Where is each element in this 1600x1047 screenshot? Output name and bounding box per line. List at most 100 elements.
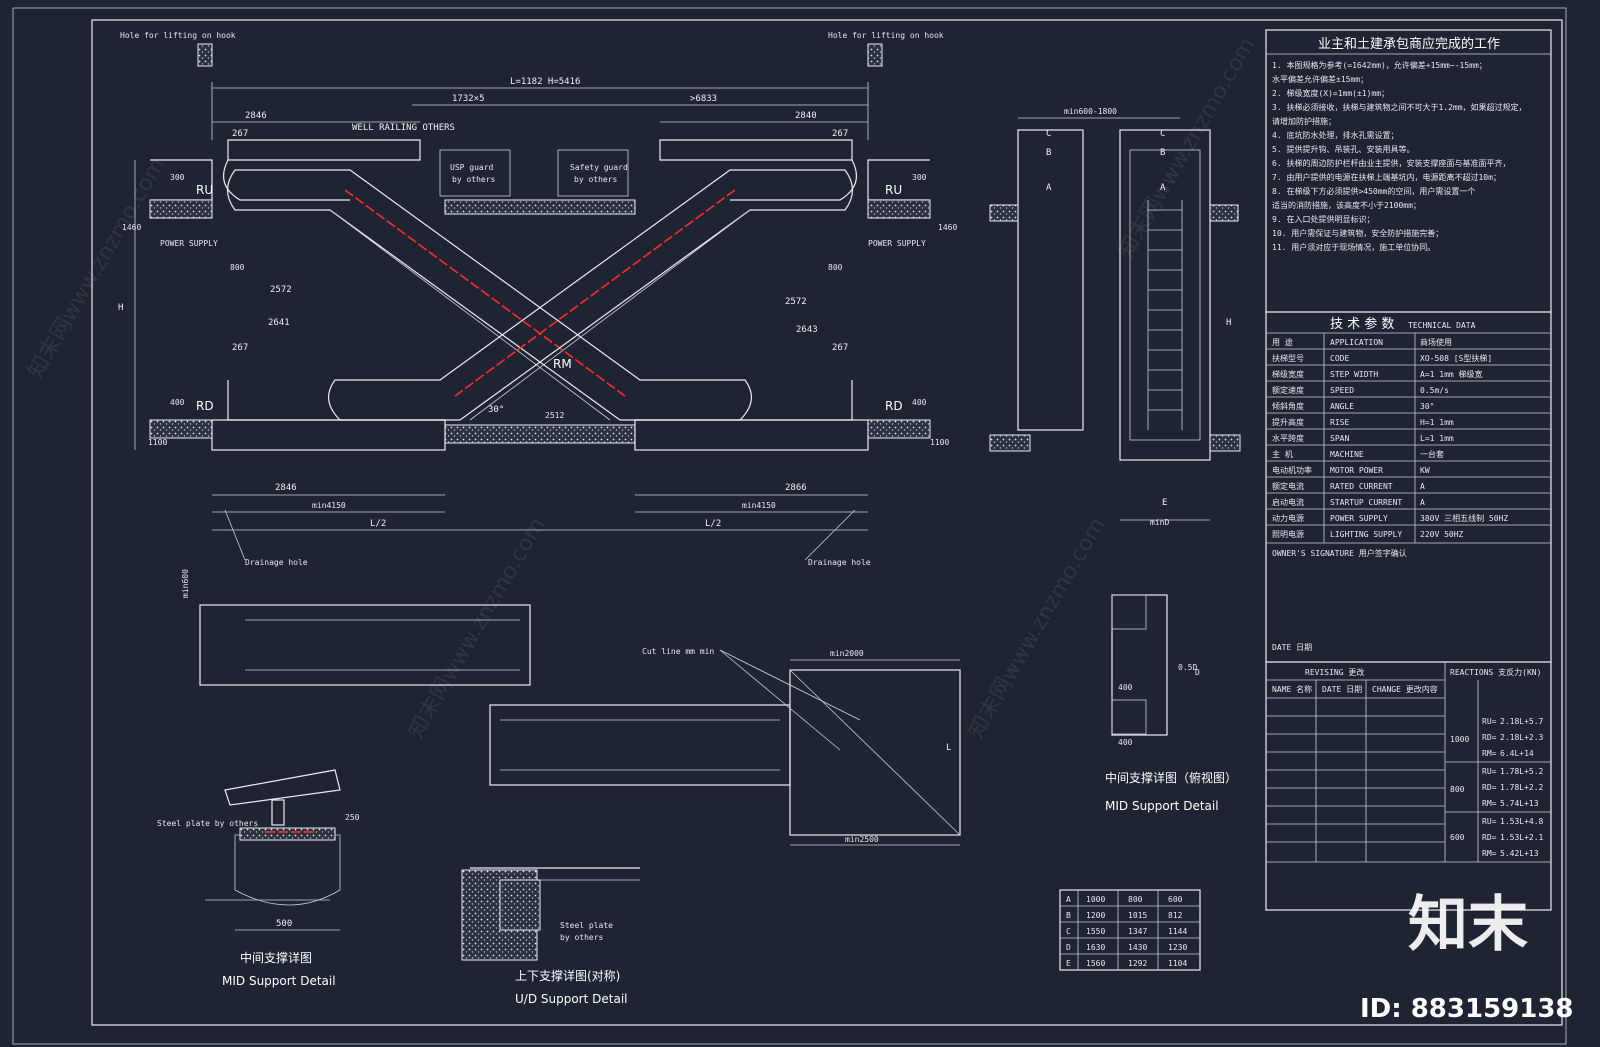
titleblock-heading: 业主和土建承包商应完成的工作 xyxy=(1318,36,1500,52)
dim-table-cell: 1200 xyxy=(1086,911,1105,920)
dim-267-bl: 267 xyxy=(232,343,248,353)
note-line: 10. 用户需保证与建筑物，安全防护措施完善； xyxy=(1272,228,1443,238)
tech-cell: APPLICATION xyxy=(1330,338,1383,347)
tech-cell: MOTOR POWER xyxy=(1330,466,1383,475)
section-top-dim: min600-1800 xyxy=(1064,107,1117,116)
dim-2846-bottom-left: 2846 xyxy=(275,483,297,493)
dim-table-cell: 812 xyxy=(1168,911,1183,920)
tech-cell: A=1 1mm 梯级宽 xyxy=(1420,369,1483,379)
rev-col: DATE 日期 xyxy=(1322,685,1362,694)
hole-note-left: Hole for lifting on hook xyxy=(120,31,236,40)
dimension-table: A 1000 800 600 B 1200 1015 812 C 1550 13… xyxy=(1059,889,1201,971)
label-RM: RM xyxy=(553,357,572,371)
tech-cell: 启动电流 xyxy=(1272,497,1304,507)
date-label: DATE 日期 xyxy=(1272,643,1312,652)
note-line: 11. 用户须对应于现场情况，施工单位协同。 xyxy=(1272,242,1435,252)
mid-support2-500: 500 xyxy=(276,919,292,929)
tech-cell: 30° xyxy=(1420,402,1434,411)
reaction-key: RD= xyxy=(1482,783,1497,792)
reaction-val: 1.53L+4.8 xyxy=(1500,817,1544,826)
tech-cell: A xyxy=(1420,482,1425,491)
tech-cell: STEP WIDTH xyxy=(1330,370,1378,379)
section-label-A-left: A xyxy=(1046,183,1052,193)
reaction-width: 800 xyxy=(1450,785,1465,794)
title-block: 业主和土建承包商应完成的工作 1. 本图规格为参考(=1642mm)，允许偏差+… xyxy=(1265,29,1552,911)
note-line: 4. 底坑防水处理，排水孔需设置； xyxy=(1272,130,1398,140)
watermark: 知末网www.znzmo.com 知末网www.znzmo.com 知末网www… xyxy=(24,34,1574,1024)
reaction-val: 6.4L+14 xyxy=(1500,749,1534,758)
dim-table-cell: 1144 xyxy=(1168,927,1187,936)
reaction-val: 1.78L+5.2 xyxy=(1500,767,1544,776)
dim-400-left: 400 xyxy=(170,398,185,407)
reaction-key: RM= xyxy=(1482,749,1497,758)
dim-table-cell: 1015 xyxy=(1128,911,1147,920)
dim-table-cell: C xyxy=(1066,927,1071,936)
half-span-right: L/2 xyxy=(705,519,721,529)
tech-header-cn: 技 术 参 数 xyxy=(1330,316,1394,332)
note-line: 水平偏差允许偏差±15mm； xyxy=(1272,74,1368,84)
dim-table-cell: 1230 xyxy=(1168,943,1187,952)
mid-support2-cn: 中间支撑详图 xyxy=(240,950,312,965)
tech-cell: SPAN xyxy=(1330,434,1349,443)
tech-data-rows: 用 途 APPLICATION 商场使用 扶梯型号 CODE XO-508 [S… xyxy=(1266,337,1551,544)
power-supply-right: POWER SUPPLY xyxy=(868,239,926,248)
hole-note-right: Hole for lifting on hook xyxy=(828,31,944,40)
tech-cell: 额定电流 xyxy=(1272,481,1304,491)
tech-cell: XO-508 [S型扶梯] xyxy=(1420,353,1492,363)
section-min-D: minD xyxy=(1150,518,1169,527)
tech-cell: L=1 1mm xyxy=(1420,434,1454,443)
dim-table-cell: 1292 xyxy=(1128,959,1147,968)
reaction-val: 2.18L+2.3 xyxy=(1500,733,1544,742)
plan-min2500: min2500 xyxy=(845,835,879,844)
dim-table-cell: A xyxy=(1066,895,1071,904)
mid-support-front: 500 250 Steel plate by others 中间支撑详图 MID… xyxy=(157,769,360,988)
dim-1460-left: 1460 xyxy=(122,223,141,232)
section-label-C-right: C xyxy=(1160,129,1165,139)
tech-cell: LIGHTING SUPPLY xyxy=(1330,530,1402,539)
plan-cut-label: Cut line mm min xyxy=(642,647,714,656)
rev-col: NAME 名称 xyxy=(1272,684,1312,694)
section-label-B-right: B xyxy=(1160,148,1165,158)
mid-support-side: 400 400 0.5D D 中间支撑详图（俯视图） MID Support D… xyxy=(1105,594,1237,813)
half-span-left: L/2 xyxy=(370,519,386,529)
note-line: 5. 提供提升钩、吊装孔、安装用具等。 xyxy=(1272,144,1414,154)
label-RD-right: RD xyxy=(885,399,903,413)
dim-267-tl: 267 xyxy=(232,129,248,139)
tech-row: 水平跨度 SPAN L=1 1mm xyxy=(1272,433,1454,443)
mid-support-05D: 0.5D xyxy=(1178,663,1197,672)
dim-table-cell: 1560 xyxy=(1086,959,1105,968)
dim-1100-left: 1100 xyxy=(148,438,167,447)
reaction-group: 600 RU= 1.53L+4.8 RD= 1.53L+2.1 RM= 5.42… xyxy=(1450,817,1544,858)
mid-support-D: D xyxy=(1195,668,1200,677)
tech-cell: SPEED xyxy=(1330,386,1354,395)
min4150-right: min4150 xyxy=(742,501,776,510)
tech-row: 额定速度 SPEED 0.5m/s xyxy=(1272,385,1449,395)
tech-row: 动力电源 POWER SUPPLY 380V 三相五线制 50HZ xyxy=(1272,513,1508,523)
note-line: 9. 在入口处提供明显标识； xyxy=(1272,214,1374,224)
reaction-key: RD= xyxy=(1482,833,1497,842)
dim-300-left: 300 xyxy=(170,173,185,182)
dim-1460-right: 1460 xyxy=(938,223,957,232)
dim-table-cell: 1430 xyxy=(1128,943,1147,952)
dim-267-br: 267 xyxy=(832,343,848,353)
dim-1100-right: 1100 xyxy=(930,438,949,447)
power-supply-left: POWER SUPPLY xyxy=(160,239,218,248)
tech-cell: KW xyxy=(1420,466,1430,475)
guard-left-1: USP guard xyxy=(450,163,494,172)
brand-logo: 知末 xyxy=(1408,890,1528,960)
note-line: 请增加防护措施； xyxy=(1272,116,1336,126)
label-RU-left: RU xyxy=(196,183,213,197)
dim-2643-right: 2643 xyxy=(796,325,818,335)
note-line: 2. 梯级宽度(X)=1mm(±1)mm； xyxy=(1272,88,1389,98)
tech-cell: H=1 1mm xyxy=(1420,418,1454,427)
reaction-key: RM= xyxy=(1482,799,1497,808)
escalator-elevation: L=1182 H=5416 1732×5 >6833 2846 2840 267… xyxy=(118,31,957,567)
dim-400-right: 400 xyxy=(912,398,927,407)
tech-cell: 水平跨度 xyxy=(1272,433,1304,443)
tech-header-en: TECHNICAL DATA xyxy=(1408,321,1476,330)
reaction-val: 2.18L+5.7 xyxy=(1500,717,1544,726)
watermark-text: 知末网www.znzmo.com xyxy=(1114,34,1261,263)
wall-railing-note: WELL RAILING OTHERS xyxy=(352,123,455,133)
label-RD-left: RD xyxy=(196,399,214,413)
plan-views: min600 Cut line mm min min2000 min2500 L xyxy=(181,569,961,846)
